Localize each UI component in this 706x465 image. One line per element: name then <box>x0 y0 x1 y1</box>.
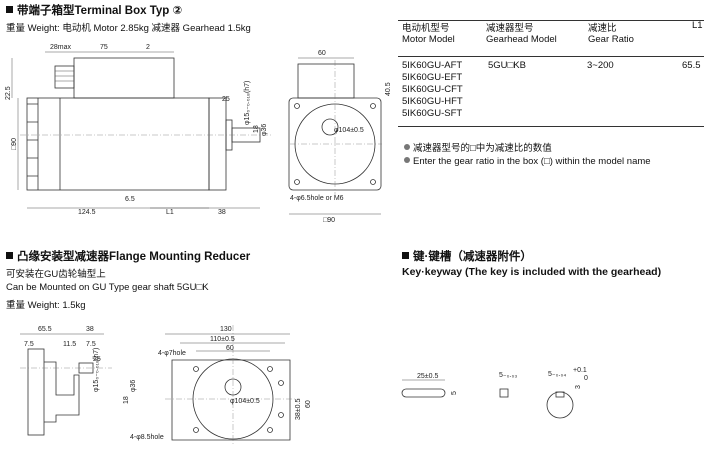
flange-reducer-title: 凸缘安装型减速器Flange Mounting Reducer <box>6 248 250 264</box>
dim-6-5: 6.5 <box>125 196 135 203</box>
note-bullet-icon <box>404 157 410 163</box>
dim-keyway-3: 3 <box>575 385 582 389</box>
table-header-rule <box>398 56 704 57</box>
dim-key-5: 5 <box>451 391 458 395</box>
cable-gland <box>54 65 75 89</box>
terminal-box-weight: 重量 Weight: 电动机 Motor 2.85kg 减速器 Gearhead… <box>6 23 251 34</box>
dim-keyway-tol: +0.1 <box>573 367 587 374</box>
section-bullet-icon <box>402 252 409 259</box>
dim-65-5: 65.5 <box>38 326 52 333</box>
dim-holes7: 4-φ7hole <box>158 350 186 357</box>
dim-keyway-0: 0 <box>584 375 588 382</box>
note-bullet-icon <box>404 144 410 150</box>
dim-60-vertical: 60 <box>305 400 312 408</box>
motor-body <box>26 97 210 191</box>
motor-front-view: 60 40.5 φ104±0.5 4-φ6.5hole or M6 □90 <box>288 50 392 224</box>
motor-model-cell: 5IK60GU-EFT <box>402 72 463 83</box>
dim-18-flange: 18 <box>123 396 130 404</box>
l1-cell: 65.5 <box>682 60 701 71</box>
table-note-cn: 减速器型号的□中为减速比的数值 <box>404 140 552 154</box>
motor-side-view: 28max 75 2 22.5 □90 25 φ15₀₋₀.₀₁₈(h7) 18… <box>5 44 272 216</box>
flange-side-view: 65.5 38 7.5 11.5 7.5 25 φ15₀₋₀.₀₁₈(h7) 1… <box>20 326 137 436</box>
flange-outline <box>171 359 291 441</box>
dim-holes: 4-φ6.5hole or M6 <box>290 195 344 202</box>
flange-plate <box>27 348 45 436</box>
motor-model-cell: 5IK60GU-SFT <box>402 108 463 119</box>
dim-60-flange: 60 <box>226 345 234 352</box>
table-note-en: Enter the gear ratio in the box (□) with… <box>404 156 651 167</box>
table-motor-list: 5IK60GU-AFT 5IK60GU-EFT 5IK60GU-CFT 5IK6… <box>402 60 463 120</box>
keyway <box>555 391 565 398</box>
dim-7-5b: 7.5 <box>86 341 96 348</box>
flange-weight: 重量 Weight: 1.5kg <box>6 300 86 311</box>
motor-model-cell: 5IK60GU-AFT <box>402 60 463 71</box>
dim-phi36: φ36 <box>261 124 268 136</box>
dim-phi104: φ104±0.5 <box>334 127 364 134</box>
flange-reducer-title-text: 凸缘安装型减速器Flange Mounting Reducer <box>17 251 251 263</box>
shaft-section <box>546 391 574 419</box>
key-side-view <box>401 388 446 398</box>
dim-11-5: 11.5 <box>63 341 76 348</box>
section-bullet-icon <box>6 6 13 13</box>
dim-38: 38 <box>218 209 226 216</box>
dim-18: 18 <box>253 125 260 133</box>
dim-phi15: φ15₀₋₀.₀₁₈(h7) <box>244 81 251 125</box>
dim-phi104-flange: φ104±0.5 <box>230 398 260 405</box>
key-drawings: 25±0.5 5 5₋₀.₀₃ 5₋₀.₀₄ 3 +0.1 0 <box>401 367 588 419</box>
section-bullet-icon <box>6 252 13 259</box>
terminal-box-front <box>297 63 355 99</box>
gearhead-body <box>208 97 227 191</box>
dim-38-0-5: 38±0.5 <box>295 399 302 420</box>
gearhead-model-cell: 5GU□KB <box>488 60 526 71</box>
dim-124-5: 124.5 <box>78 209 96 216</box>
dim-phi15-flange: φ15₀₋₀.₀₁₈(h7) <box>93 348 100 392</box>
key-keyway-subtitle: Key·keyway (The key is included with the… <box>402 266 662 278</box>
dim-25: 25 <box>222 96 230 103</box>
key-keyway-title-text: 键·键槽（减速器附件） <box>413 251 532 263</box>
flange-line-en: Can be Mounted on GU Type gear shaft 5GU… <box>6 282 209 293</box>
dim-phi36-flange: φ36 <box>130 380 137 392</box>
dim-key-5-tol: 5₋₀.₀₃ <box>499 372 517 379</box>
dim-holes8: 4-φ8.5hole <box>130 434 164 441</box>
motor-model-cell: 5IK60GU-HFT <box>402 96 463 107</box>
dim-22-5: 22.5 <box>5 86 12 100</box>
key-end-view <box>499 388 509 398</box>
dim-130: 130 <box>220 326 232 333</box>
dim-25-flange: 25 <box>93 356 101 363</box>
terminal-box <box>73 57 175 99</box>
terminal-box-title-text: 带端子箱型Terminal Box Typ ② <box>17 5 183 17</box>
header-l1: L1 <box>692 20 703 31</box>
shaft-end <box>321 118 339 136</box>
dim-38-flange: 38 <box>86 326 94 333</box>
dim-keyway-5: 5₋₀.₀₄ <box>548 371 566 378</box>
dim-sq90: □90 <box>11 138 18 150</box>
dim-sq90-front: □90 <box>323 217 335 224</box>
flange-front-view: 130 110±0.5 60 4-φ7hole φ104±0.5 38±0.5 … <box>130 325 312 445</box>
dim-40-5: 40.5 <box>385 82 392 96</box>
flange-line-cn: 可安装在GU齿轮轴型上 <box>6 269 106 280</box>
key-keyway-title: 键·键槽（减速器附件） <box>402 248 532 264</box>
motor-model-cell: 5IK60GU-CFT <box>402 84 463 95</box>
dim-75: 75 <box>100 44 108 51</box>
table-top-rule <box>398 20 704 21</box>
dim-key-25: 25±0.5 <box>417 373 438 380</box>
dim-110: 110±0.5 <box>210 336 235 343</box>
dim-7-5a: 7.5 <box>24 341 34 348</box>
table-bottom-rule <box>398 126 704 127</box>
dim-L1: L1 <box>166 209 174 216</box>
dim-60: 60 <box>318 50 326 57</box>
flange-housing <box>44 361 80 423</box>
gear-ratio-cell: 3~200 <box>587 60 614 71</box>
dim-2: 2 <box>146 44 150 51</box>
terminal-box-title: 带端子箱型Terminal Box Typ ② <box>6 2 182 18</box>
dim-28max: 28max <box>50 44 72 51</box>
